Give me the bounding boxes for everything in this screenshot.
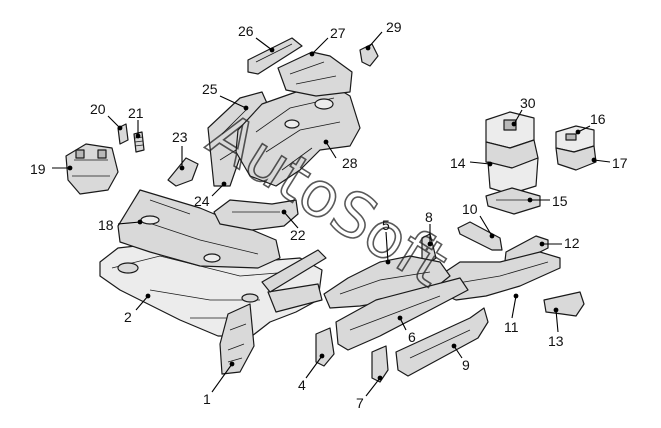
part-box-assembly (485, 111, 539, 195)
callout-27: 27 (330, 25, 346, 41)
callout-8: 8 (425, 209, 433, 225)
callout-28: 28 (342, 155, 358, 171)
callout-6: 6 (408, 329, 416, 345)
callout-12: 12 (564, 235, 580, 251)
part-strip-26 (247, 37, 303, 75)
part-relay-holder (555, 125, 597, 171)
part-long-rail-6 (335, 277, 469, 351)
part-vertical-bracket (219, 303, 255, 375)
callout-10: 10 (462, 201, 478, 217)
callout-23: 23 (172, 129, 188, 145)
part-reinforcement-27 (277, 51, 353, 97)
callout-30: 30 (520, 95, 536, 111)
part-lower-plate-9 (395, 307, 489, 377)
callout-2: 2 (124, 309, 132, 325)
part-small-rail (261, 249, 327, 293)
callout-labels: 1 2 4 5 6 7 8 9 10 11 12 13 14 15 16 17 … (30, 19, 628, 411)
part-bracket-13 (543, 291, 585, 317)
part-bracket-7 (371, 345, 389, 383)
callout-24: 24 (194, 193, 210, 209)
part-bracket-22 (213, 199, 299, 231)
callout-5: 5 (382, 217, 390, 233)
callout-18: 18 (98, 217, 114, 233)
part-battery-tray (65, 143, 119, 195)
callout-22: 22 (290, 227, 306, 243)
callout-15: 15 (552, 193, 568, 209)
callout-26: 26 (238, 23, 254, 39)
callout-17: 17 (612, 155, 628, 171)
part-base-tray (485, 187, 541, 215)
part-cross-panel (117, 189, 281, 269)
part-front-member-5 (323, 255, 451, 309)
part-bracket-10 (457, 221, 503, 251)
callout-16: 16 (590, 111, 606, 127)
callout-19: 19 (30, 161, 46, 177)
part-angle-bracket (167, 157, 199, 187)
leader-lines (52, 31, 611, 397)
callout-13: 13 (548, 333, 564, 349)
callout-4: 4 (298, 377, 306, 393)
callout-29: 29 (386, 19, 402, 35)
callout-7: 7 (356, 395, 364, 411)
callout-11: 11 (504, 319, 519, 335)
callout-9: 9 (462, 357, 470, 373)
callout-21: 21 (128, 105, 144, 121)
callout-1: 1 (203, 391, 211, 407)
callout-20: 20 (90, 101, 106, 117)
callout-25: 25 (202, 81, 218, 97)
callout-14: 14 (450, 155, 466, 171)
